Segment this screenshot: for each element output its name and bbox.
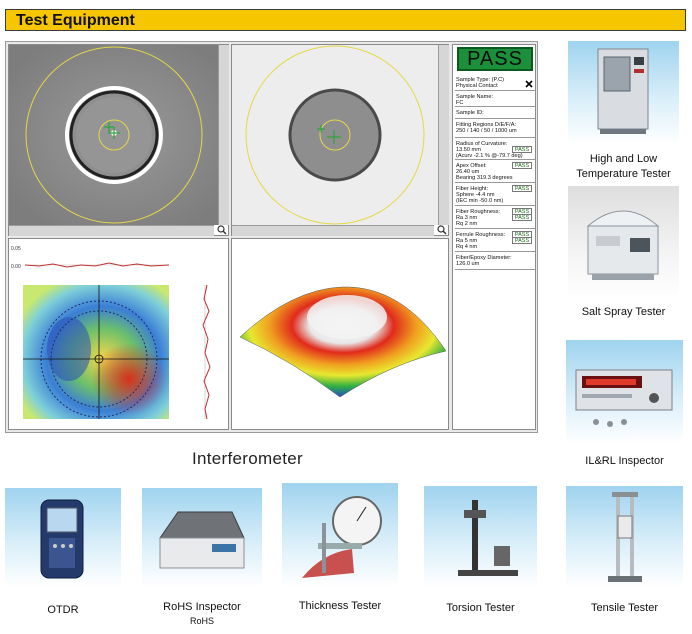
surface-3d-view [231,238,449,430]
divider [455,118,535,119]
height-map-view: 0.05 0.00 [8,238,229,430]
readout-line: 126.0 um [456,261,480,267]
readout-line: 13.50 mm [456,147,481,153]
pass-badge: PASS [512,146,532,153]
readout-line: Ra 3 nm [456,215,478,221]
readout-line: Fiber/Epoxy Diameter: [456,255,512,261]
readout-line: Fiber Roughness: [456,209,501,215]
fringe-pattern-view [231,44,449,236]
equipment-caption: OTDR [47,604,79,616]
readout-line: (IEC min -50.0 nm) [456,198,504,204]
equipment-caption: RoHS Inspector [163,601,241,613]
pass-status: PASS [457,47,533,71]
divider [455,269,535,270]
horizontal-scrollbar[interactable] [9,225,214,236]
torsion-device-image [458,500,518,576]
readout-line: Bearing 319.3 degrees [456,175,513,181]
il-rl-image [575,369,673,427]
il-rl-inspector-image [566,340,683,444]
divider [455,251,535,252]
divider [455,137,535,138]
fiber-end-image [9,45,228,225]
readout-line: 250 / 140 / 50 / 1000 um [456,128,517,134]
rohs-device-image [159,511,245,569]
close-icon[interactable] [525,80,533,88]
equipment-caption: IL&RL Inspector [585,455,664,467]
divider [455,106,535,107]
tensile-tester-image [566,486,683,587]
divider [455,228,535,229]
readout-line: Radius of Curvature: [456,141,508,147]
chamber-image [597,48,649,134]
salt-spray-image [586,210,660,280]
interferometer-caption: Interferometer [192,449,303,468]
otdr-device-image [40,499,84,579]
readout-line: Ferrule Roughness: [456,232,506,238]
rohs-inspector-image [142,488,262,587]
pass-badge: PASS [512,237,532,244]
readout-line: Sphere -4.4 nm [456,192,495,198]
readout-line: Rq 2 nm [456,221,478,227]
svg-text:0.00: 0.00 [11,264,21,270]
readout-line: Sample Name: [456,94,493,100]
surface-3d-image [239,286,447,398]
vertical-scrollbar[interactable] [218,45,229,225]
pass-badge: PASS [512,214,532,221]
salt-spray-tester-image [568,186,679,299]
pass-badge: PASS [512,162,532,169]
readout-line: FC [456,100,464,106]
zoom-icon[interactable] [437,225,447,235]
equipment-caption: High and Low Temperature Tester [576,153,671,180]
readout-line: Apex Offset: [456,163,487,169]
section-header: Test Equipment [5,9,686,31]
equipment-caption: Torsion Tester [446,602,515,614]
thickness-tester-image [282,483,398,587]
vertical-scrollbar[interactable] [438,45,449,225]
section-title: Test Equipment [16,12,135,29]
readout-line: Sample Type: (P.C) [456,77,504,83]
zoom-icon[interactable] [217,225,227,235]
readout-line: Sample ID: [456,110,484,116]
readout-line: Fitting Regions D/E/F/A: [456,122,516,128]
interferometer-screen: 0.05 0.00 [5,41,538,433]
readout-line: (Acurv -2.1 % @-79.7 deg) [456,153,523,159]
svg-text:0.05: 0.05 [11,246,21,252]
fiber-end-view [8,44,229,236]
tensile-device-image [608,492,642,582]
equipment-caption: Tensile Tester [590,602,659,614]
readout-line: Ra 5 nm [456,238,478,244]
readout-line: 26.40 um [456,169,480,175]
readout-line: Physical Contact [456,83,498,89]
torsion-tester-image [424,486,537,587]
height-map-image: 0.05 0.00 [11,246,211,420]
otdr-image [5,488,121,587]
equipment-caption: Thickness Tester [298,600,382,612]
temperature-tester-image [568,41,679,144]
divider [455,159,535,160]
equipment-subcaption: RoHS [189,616,214,626]
divider [455,205,535,206]
horizontal-scrollbar[interactable] [232,225,434,236]
equipment-caption: Salt Spray Tester [581,306,666,318]
divider [455,182,535,183]
readout-line: Rq 4 nm [456,244,478,250]
readout-line: Fiber Height: [456,186,489,192]
divider [455,90,535,91]
pass-badge: PASS [512,185,532,192]
fringe-image [232,45,438,225]
thickness-device-image [302,496,382,578]
